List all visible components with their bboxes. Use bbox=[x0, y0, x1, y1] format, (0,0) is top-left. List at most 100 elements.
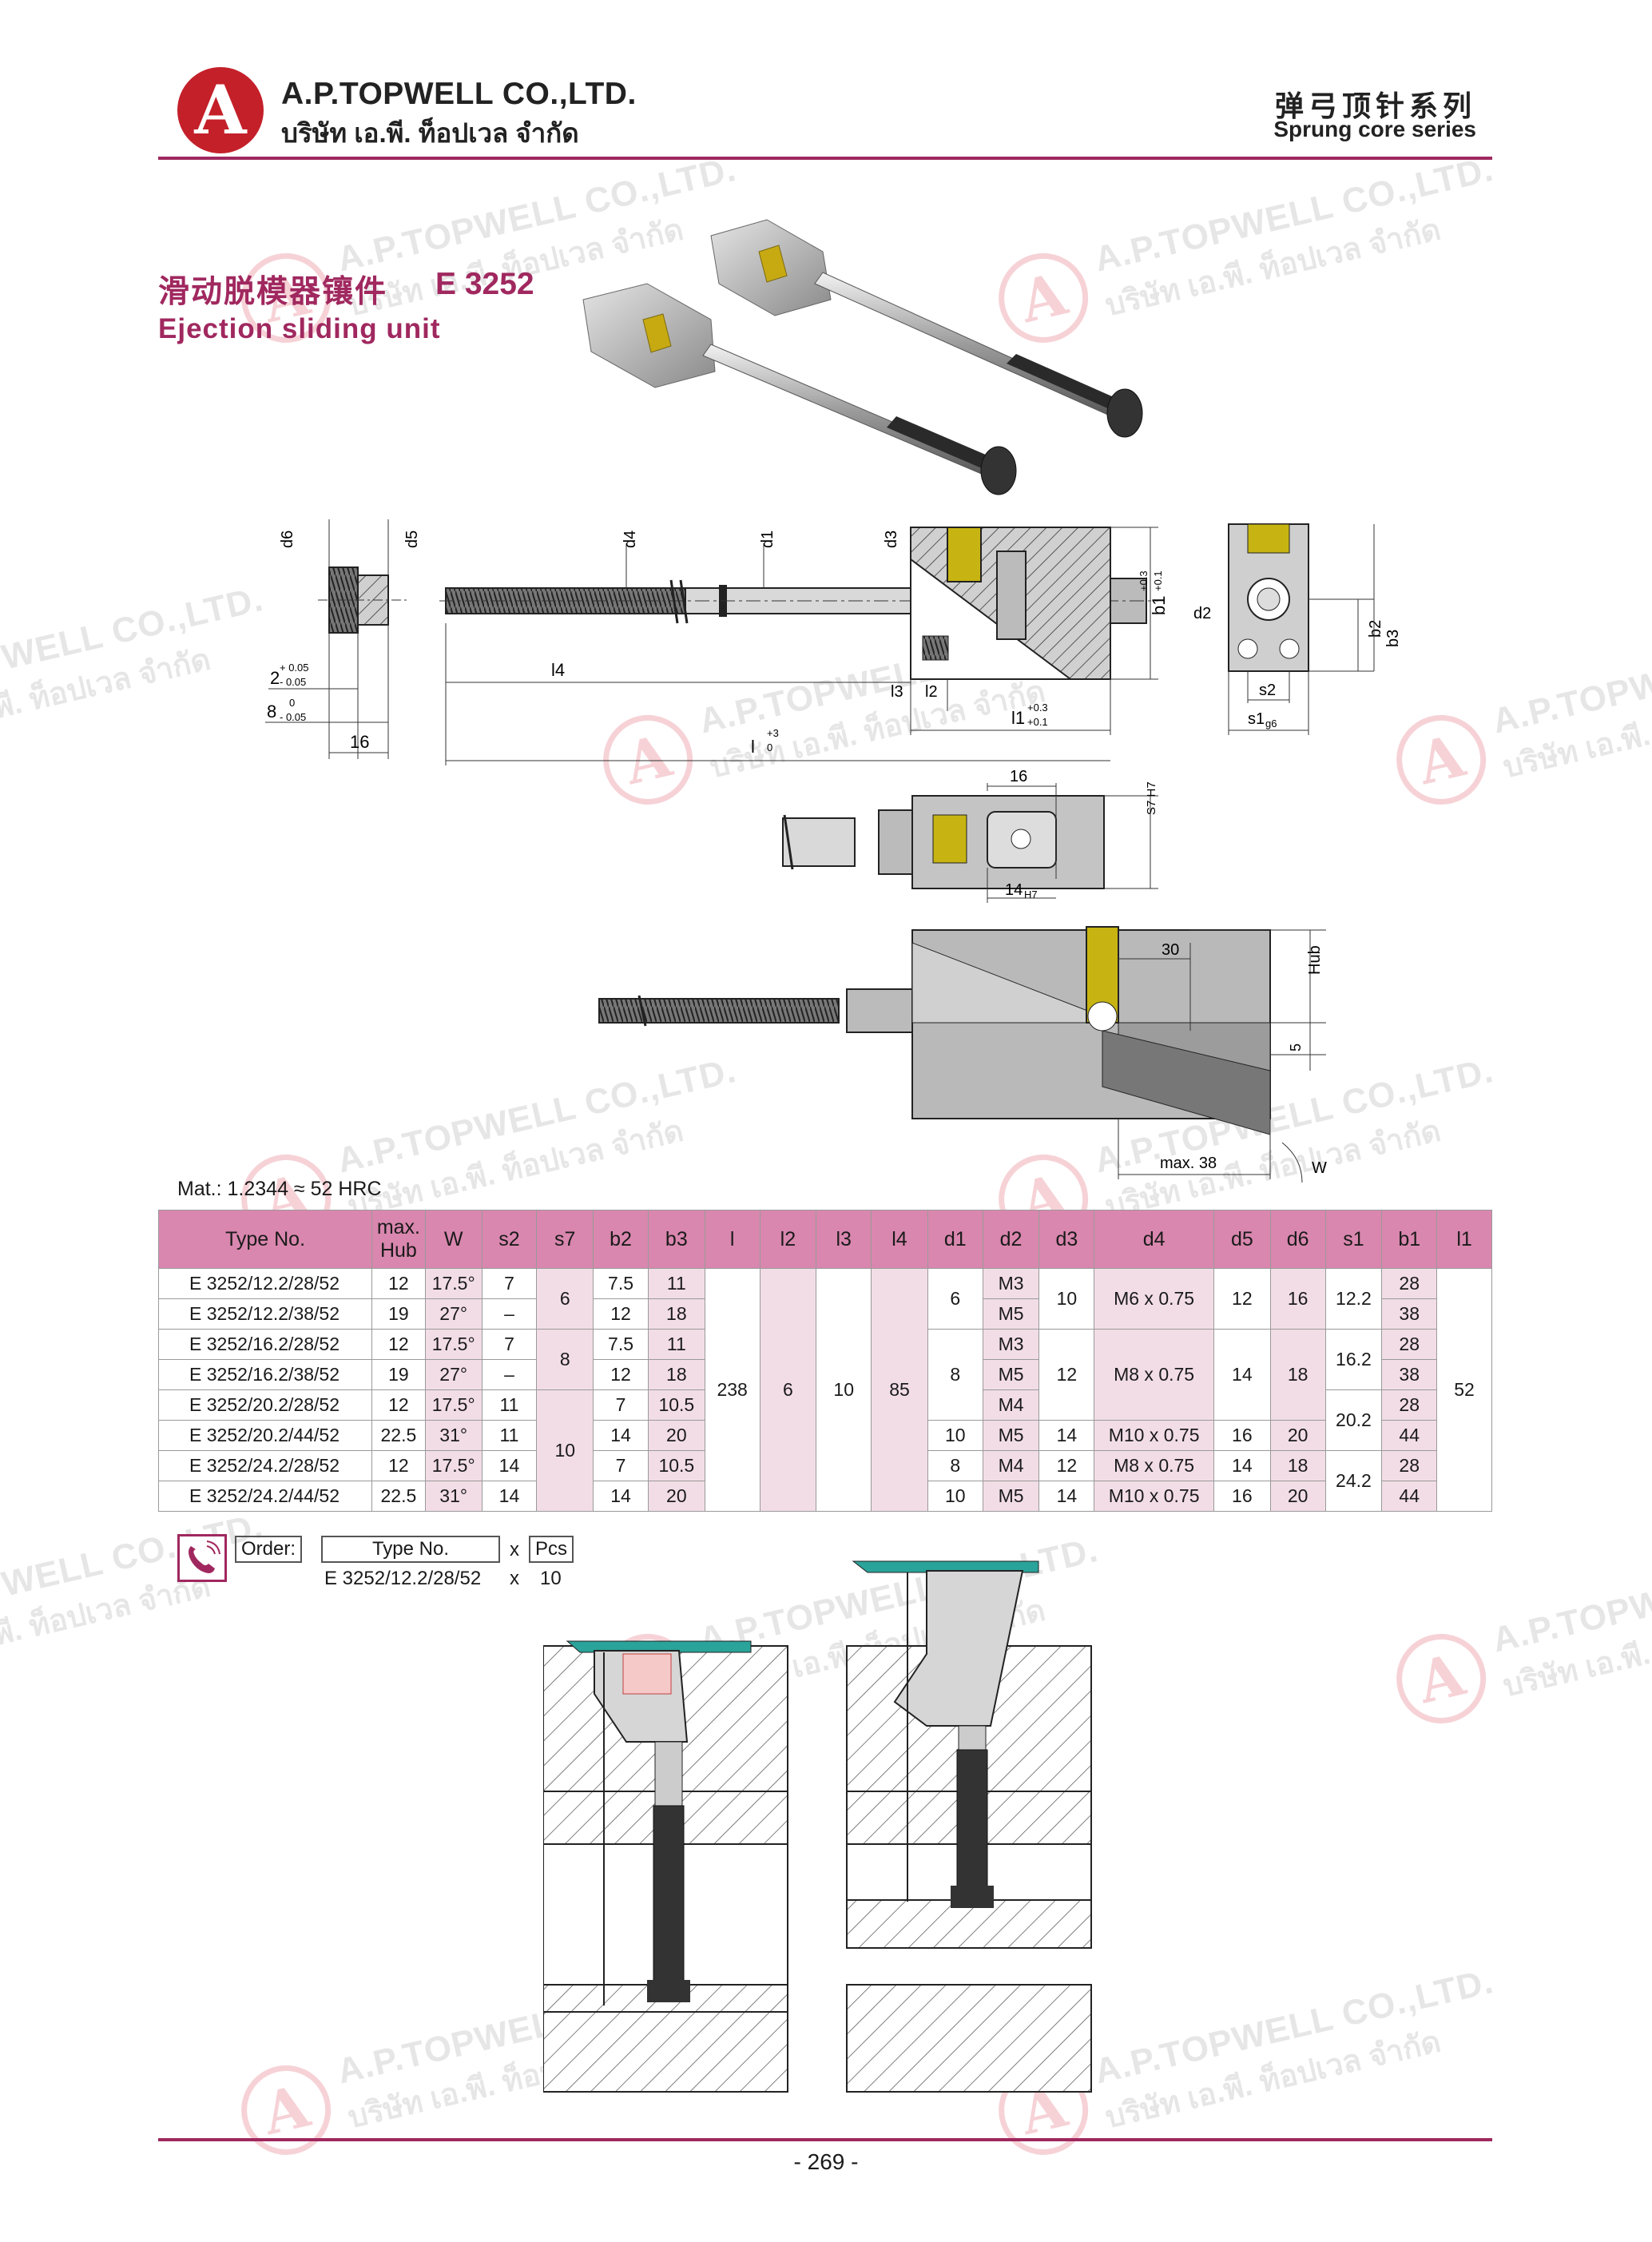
label-s1: s1 bbox=[1248, 710, 1265, 728]
col-b3: b3 bbox=[647, 1210, 705, 1269]
mold-application-diagram bbox=[543, 1560, 1092, 2093]
col-d4: d4 bbox=[1094, 1210, 1214, 1269]
logo-letter: A bbox=[194, 70, 247, 149]
label-d5: d5 bbox=[403, 531, 421, 548]
col-l3: l3 bbox=[816, 1210, 872, 1269]
order-pcs-field: Pcs bbox=[529, 1536, 574, 1563]
label-s7: S7 H7 bbox=[1145, 781, 1158, 815]
col-l: l bbox=[704, 1210, 760, 1269]
label-l: l bbox=[751, 737, 755, 757]
col-s1: s1 bbox=[1324, 1210, 1383, 1269]
company-logo bbox=[177, 67, 264, 153]
table-row: E 3252/24.2/44/52 22.5 31° 14 14 20 10 M… bbox=[157, 1481, 1492, 1512]
label-d3: d3 bbox=[883, 531, 900, 548]
label-dim-16b: 16 bbox=[1010, 768, 1027, 785]
svg-text:+0.1: +0.1 bbox=[1152, 570, 1164, 591]
label-l3: l3 bbox=[891, 683, 903, 701]
svg-text:+3: +3 bbox=[767, 727, 779, 739]
product-code: E 3252 bbox=[435, 267, 534, 301]
product-photo bbox=[582, 219, 1143, 495]
footer-divider bbox=[158, 2138, 1492, 2141]
label-dim-5: 5 bbox=[1288, 1043, 1304, 1051]
header-divider bbox=[158, 157, 1492, 160]
col-b2: b2 bbox=[593, 1210, 649, 1269]
label-b2: b2 bbox=[1367, 620, 1384, 638]
label-l2: l2 bbox=[925, 683, 938, 701]
order-multiply: x bbox=[510, 1539, 519, 1560]
spec-table: Type No. max. Hub W s2 s7 b2 b3 l l2 l3 … bbox=[157, 1210, 1492, 1512]
svg-text:g6: g6 bbox=[1265, 718, 1277, 729]
label-dim-8: 8 bbox=[267, 702, 276, 721]
label-l1: l1 bbox=[1011, 708, 1025, 728]
series-title-cn: 弹弓顶针系列 bbox=[1274, 89, 1476, 122]
order-label: Order: bbox=[235, 1536, 303, 1563]
slider-operation-view: 30 Hub 5 max. 38 W bbox=[598, 926, 1327, 1183]
label-dim-30: 30 bbox=[1162, 941, 1179, 959]
order-example-x: x bbox=[510, 1568, 519, 1589]
col-d5: d5 bbox=[1213, 1210, 1271, 1269]
label-d4: d4 bbox=[621, 531, 639, 548]
label-w: W bbox=[1312, 1159, 1327, 1177]
company-name-en: A.P.TOPWELL CO.,LTD. bbox=[281, 77, 637, 111]
label-b3: b3 bbox=[1384, 630, 1402, 647]
table-row: E 3252/12.2/38/52 19 27° – 12 18 M5 38 bbox=[157, 1298, 1492, 1330]
series-title-en: Sprung core series bbox=[1273, 117, 1476, 141]
svg-text:0: 0 bbox=[289, 697, 295, 709]
table-row: E 3252/20.2/44/52 22.5 31° 11 14 20 10 M… bbox=[157, 1420, 1492, 1451]
label-b1: b1 bbox=[1149, 596, 1169, 615]
col-s2: s2 bbox=[481, 1210, 538, 1269]
table-header-row: Type No. max. Hub W s2 s7 b2 b3 l l2 l3 … bbox=[157, 1210, 1492, 1269]
col-s7: s7 bbox=[536, 1210, 594, 1269]
col-l2: l2 bbox=[759, 1210, 817, 1269]
table-row: E 3252/16.2/28/52 12 17.5° 7 8 7.5 11 8 … bbox=[157, 1329, 1492, 1421]
company-name-th: บริษัท เอ.พี. ท็อปเวล จำกัด bbox=[281, 118, 579, 148]
label-d2: d2 bbox=[1193, 605, 1211, 622]
table-row: E 3252/12.2/28/52 12 17.5° 7 6 7.5 11 23… bbox=[157, 1268, 1492, 1512]
label-d1: d1 bbox=[759, 531, 776, 548]
col-d3: d3 bbox=[1038, 1210, 1095, 1269]
col-d1: d1 bbox=[927, 1210, 983, 1269]
mold-closed-view bbox=[543, 1640, 788, 2093]
material-note: Mat.: 1.2344 ≈ 52 HRC bbox=[177, 1178, 382, 1200]
watermark: A A.P.TOPWELL CO.,LTD.บริษัท เอ.พี. ท็อป… bbox=[1380, 1485, 1652, 1739]
technical-drawing: d6 d5 2 + 0.05 - 0.05 8 0 - 0.05 16 d4 d… bbox=[265, 519, 1402, 1183]
col-l1: l1 bbox=[1436, 1210, 1492, 1269]
svg-text:+0.3: +0.3 bbox=[1138, 570, 1150, 591]
svg-text:+ 0.05: + 0.05 bbox=[280, 662, 309, 674]
nut-side-view: d6 d5 2 + 0.05 - 0.05 8 0 - 0.05 16 bbox=[265, 519, 421, 759]
svg-text:0: 0 bbox=[767, 741, 772, 753]
label-dim-16a: 16 bbox=[350, 732, 369, 752]
table-row: E 3252/24.2/28/52 12 17.5° 14 7 10.5 8 M… bbox=[157, 1450, 1492, 1512]
watermark: A A.P.TOPWELL CO.,LTD.บริษัท เอ.พี. ท็อป… bbox=[1380, 566, 1652, 820]
svg-text:H7: H7 bbox=[1024, 888, 1038, 900]
col-d6: d6 bbox=[1269, 1210, 1326, 1269]
col-b1: b1 bbox=[1381, 1210, 1438, 1269]
svg-text:- 0.05: - 0.05 bbox=[280, 676, 306, 688]
label-dim-2: 2 bbox=[270, 668, 280, 688]
svg-text:+0.1: +0.1 bbox=[1027, 716, 1048, 728]
slider-top-view: 16 S7 H7 14 H7 bbox=[782, 768, 1158, 903]
photo-unit-lower bbox=[582, 283, 1017, 495]
order-example-qty: 10 bbox=[540, 1568, 562, 1589]
svg-text:+0.3: +0.3 bbox=[1027, 702, 1048, 714]
label-d6: d6 bbox=[279, 531, 296, 548]
slider-section-view: b1 +0.3 +0.1 l3 l2 l1 +0.3 +0.1 bbox=[891, 527, 1169, 735]
product-title-en: Ejection sliding unit bbox=[158, 313, 441, 344]
col-type: Type No. bbox=[157, 1210, 373, 1269]
col-hub: max. Hub bbox=[371, 1210, 426, 1269]
page-number: - 269 - bbox=[793, 2149, 859, 2174]
photo-unit-upper bbox=[710, 219, 1143, 438]
label-dim-14: 14 bbox=[1005, 881, 1023, 899]
label-max38: max. 38 bbox=[1160, 1155, 1217, 1172]
product-title-cn: 滑动脱模器镶件 bbox=[158, 275, 388, 309]
label-hub: Hub bbox=[1306, 945, 1324, 975]
end-view: d2 b2 b3 s2 s1 g6 bbox=[1193, 523, 1402, 735]
mold-open-view bbox=[846, 1560, 1092, 2093]
col-w: W bbox=[424, 1210, 482, 1269]
order-example-type: E 3252/12.2/28/52 bbox=[324, 1568, 482, 1589]
label-l4: l4 bbox=[551, 660, 565, 680]
label-s2: s2 bbox=[1259, 682, 1276, 699]
order-type-field: Type No. bbox=[321, 1536, 500, 1563]
svg-text:- 0.05: - 0.05 bbox=[280, 711, 306, 723]
col-d2: d2 bbox=[982, 1210, 1040, 1269]
